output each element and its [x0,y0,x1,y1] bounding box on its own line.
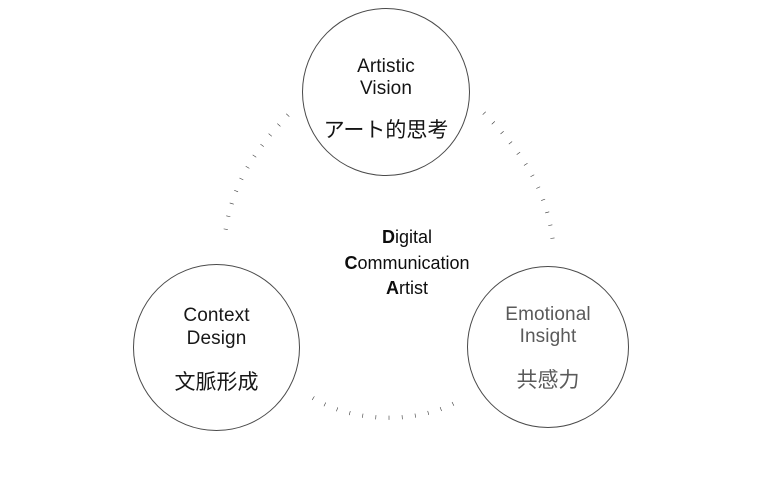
center-label: Digital Communication Artist [307,225,507,302]
arc-top-to-left [221,113,290,243]
node-emotional-insight-english: Emotional Insight [505,303,591,347]
center-label-line-3-capital: A [386,278,399,299]
center-label-line-2: Communication [307,251,507,277]
center-label-line-3: Artist [307,276,507,302]
center-label-line-2-capital: C [344,252,358,273]
node-context-design-english: Context Design [183,305,250,349]
node-artistic-vision-english: Artistic Vision [357,55,415,99]
center-label-line-1: Digital [307,225,507,251]
node-artistic-vision[interactable]: Artistic Vision アート的思考 [302,8,470,176]
node-context-design[interactable]: Context Design 文脈形成 [133,264,300,431]
arc-top-to-right [482,111,556,244]
center-label-line-2-rest: ommunication [357,252,470,273]
center-label-line-3-rest: rtist [399,278,428,299]
node-emotional-insight[interactable]: Emotional Insight 共感力 [467,266,629,428]
center-label-line-1-rest: igital [394,227,433,247]
node-context-design-japanese: 文脈形成 [174,370,259,394]
node-emotional-insight-japanese: 共感力 [516,369,580,393]
node-artistic-vision-japanese: アート的思考 [323,119,449,143]
arc-left-to-right [311,396,462,420]
center-label-line-1-capital: D [381,227,395,247]
